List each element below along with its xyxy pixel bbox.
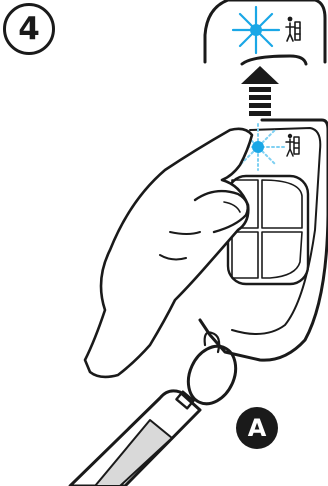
light-burst-icon [233,7,279,53]
person-gate-icon [286,134,299,156]
step-number: 4 [18,14,40,45]
callout-label-badge: A [236,407,278,449]
callout-label: A [248,416,267,440]
remote-top-inner-edge [242,56,306,64]
up-arrow-icon [241,66,279,116]
person-gate-icon [286,17,300,41]
remote-top-detail [205,0,325,64]
step-number-badge: 4 [3,3,55,55]
